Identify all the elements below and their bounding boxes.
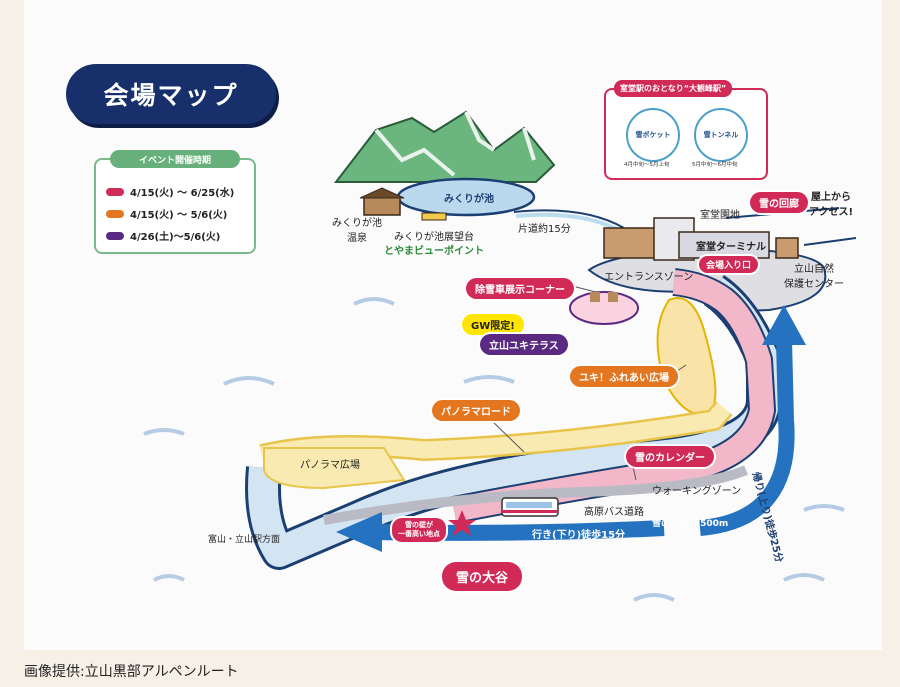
station-heading: 室堂駅のおとなり“大観峰駅”: [614, 80, 733, 97]
snow-pocket-name: 雪ポケット: [635, 131, 671, 139]
walking-zone-label: ウォーキングゾーン: [652, 486, 742, 497]
bus-road: [323, 465, 748, 525]
legend: イベント開催時期 4/15(火) ～ 6/25(水) 4/15(火) ～ 5/6…: [94, 150, 256, 254]
snow-tunnel-dates: 5月中旬～6月中旬: [692, 162, 738, 168]
terminal-label: 室堂ターミナル: [696, 242, 766, 253]
otani-tag: 雪の大谷: [442, 562, 523, 591]
yuki-terrace-platform: [569, 291, 639, 325]
gw-limited-tag: GW限定!: [462, 314, 524, 335]
otani-length-label: 雪の大谷 約500m: [652, 519, 729, 529]
nature-center-label: 立山自然 保護センター: [784, 264, 844, 290]
legend-label: 4/26(土)～5/6(火): [130, 232, 221, 243]
toyama-dir-label: 富山・立山駅方面: [208, 535, 281, 545]
rooftop-label: 屋上から アクセス!: [809, 192, 854, 218]
legend-heading: イベント開催時期: [110, 150, 240, 168]
panorama-square-label: パノラマ広場: [300, 460, 360, 471]
legend-swatch-red: [106, 187, 124, 196]
onsen-building: [363, 196, 401, 216]
legend-swatch-purple: [106, 231, 124, 240]
toyama-view-label: とやまビューポイント: [384, 246, 484, 257]
fureai-tag: ユキ！ふれあい広場: [570, 366, 678, 387]
bus-road-label: 高原バス道路: [584, 507, 644, 518]
legend-item-3: 4/26(土)～5/6(火): [106, 228, 220, 243]
down-walk-label: 行き(下り)徒歩15分: [532, 530, 626, 541]
snow-tunnel-name: 雪トンネル: [703, 131, 739, 139]
yuki-terrace-tag: 立山ユキテラス: [480, 334, 568, 355]
legend-swatch-orange: [106, 209, 124, 218]
mikurigaike-label: みくりが池: [444, 194, 494, 205]
panorama-road-tag: パノラマロード: [432, 400, 520, 421]
legend-label: 4/15(火) ～ 5/6(火): [130, 210, 228, 221]
snow-removal-tag: 除雪車展示コーナー: [466, 278, 574, 299]
entrance-tag: 会場入り口: [699, 256, 759, 273]
onsen-label: みくりが池 温泉: [332, 218, 382, 244]
daikanbo-station-box: 室堂駅のおとなり“大観峰駅” 雪ポケット 4月中旬～5月上旬 雪トンネル 5月中…: [604, 80, 768, 180]
image-credit: 画像提供:立山黒部アルペンルート: [24, 664, 239, 680]
mountain: [333, 110, 556, 183]
legend-item-2: 4/15(火) ～ 5/6(火): [106, 206, 227, 221]
calendar-tag: 雪のカレンダー: [626, 446, 714, 467]
legend-label: 4/15(火) ～ 6/25(水): [130, 188, 235, 199]
legend-item-1: 4/15(火) ～ 6/25(水): [106, 184, 234, 199]
entrance-zone-label: エントランスゾーン: [604, 272, 694, 283]
highest-wall-tag: 雪の壁が 一番高い地点: [392, 518, 446, 542]
star-marker: [448, 510, 476, 536]
observatory-label: みくりが池展望台: [394, 232, 474, 243]
snow-tunnel-icon: 雪トンネル: [694, 108, 748, 162]
snow-pocket-dates: 4月中旬～5月上旬: [624, 162, 670, 168]
map-title: 会場マップ: [66, 64, 276, 124]
murodo-sanchi-label: 室堂園地: [700, 210, 740, 221]
up-arrow: [699, 339, 795, 536]
walk15-label: 片道約15分: [518, 224, 571, 235]
snow-corridor-tag: 雪の回廊: [750, 192, 808, 213]
snow-pocket-icon: 雪ポケット: [626, 108, 680, 162]
map-card: 会場マップ イベント開催時期 4/15(火) ～ 6/25(水) 4/15(火)…: [24, 0, 882, 650]
